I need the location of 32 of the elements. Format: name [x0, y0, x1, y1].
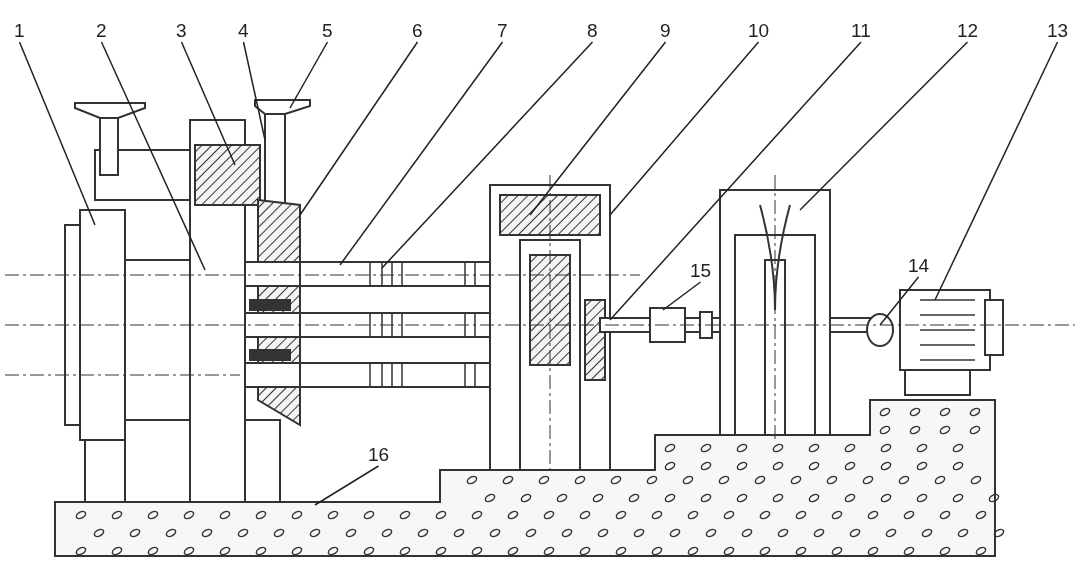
leader-line — [242, 41, 266, 141]
leader-line — [609, 41, 760, 216]
callout-number: 8 — [585, 20, 600, 42]
callout-number: 16 — [366, 444, 392, 466]
leader-line — [18, 41, 96, 226]
callout-number: 4 — [236, 20, 251, 42]
callout-number: 7 — [495, 20, 510, 42]
callout-number: 5 — [320, 20, 335, 42]
leader-line — [314, 465, 380, 506]
leader-line — [381, 41, 594, 269]
callout-number: 14 — [906, 255, 932, 277]
leader-line — [799, 41, 969, 211]
leader-line — [100, 41, 206, 271]
callout-number: 3 — [174, 20, 189, 42]
callout-number: 10 — [746, 20, 772, 42]
leader-line — [180, 41, 236, 166]
callout-number: 11 — [849, 20, 873, 42]
callout-number: 6 — [410, 20, 425, 42]
leader-line — [879, 276, 920, 326]
leader-line — [529, 41, 667, 216]
callout-number: 13 — [1045, 20, 1071, 42]
callout-number: 15 — [688, 260, 714, 282]
leader-line — [934, 41, 1059, 301]
callout-number: 1 — [12, 20, 27, 42]
leader-line — [662, 281, 702, 311]
leader-line — [609, 41, 862, 321]
callout-number: 2 — [94, 20, 109, 42]
callout-number: 12 — [955, 20, 981, 42]
leader-line — [299, 41, 419, 216]
leader-line — [289, 41, 329, 109]
leader-line — [339, 41, 504, 266]
callout-number: 9 — [658, 20, 673, 42]
